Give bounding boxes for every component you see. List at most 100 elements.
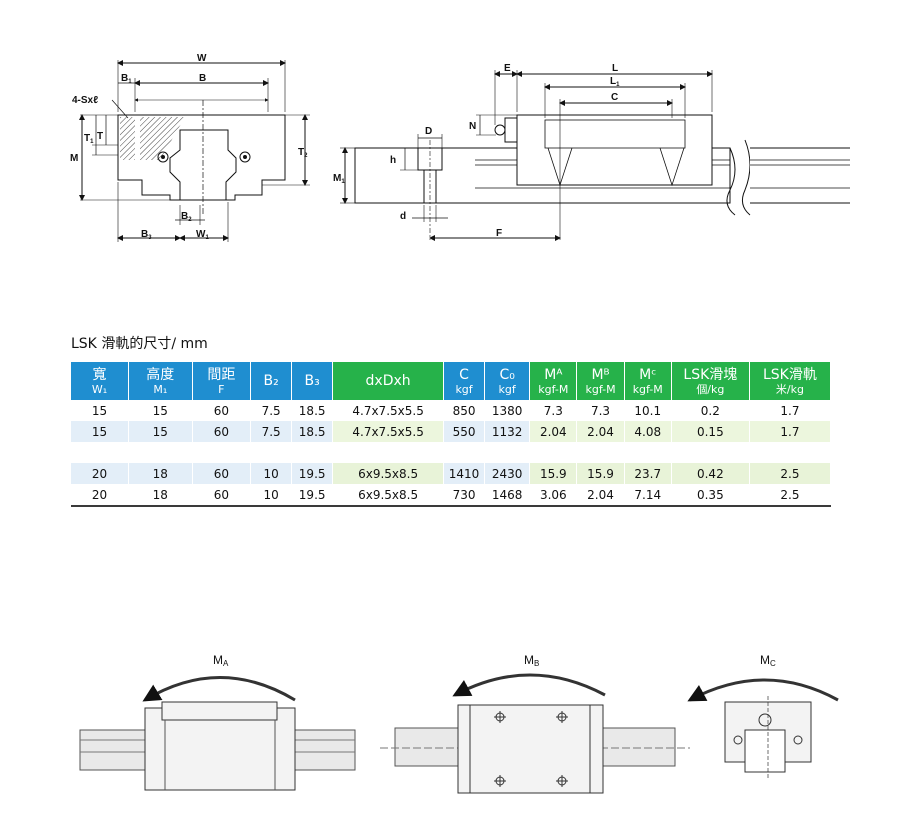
moment-diagram-ma [79,676,356,791]
table-cell [749,442,832,463]
table-cell [332,442,445,463]
table-cell: 10.1 [624,400,672,421]
table-cell: 7.5 [250,400,293,421]
table-cell: 550 [443,421,486,442]
table-cell: 1.7 [749,421,832,442]
front-view-labels: W B1 B 4-Sxℓ T1 T M T2 B2 B3 W1 [70,53,308,241]
table-cell: 19.5 [291,484,334,507]
table-cell: 4.7x7.5x5.5 [332,400,445,421]
table-cell: 15 [71,421,129,442]
label-B1: B1 [121,73,132,85]
col-header-block-weight: LSK滑塊個/kg [671,362,750,400]
table-cell: 4.08 [624,421,672,442]
label-M: M [70,153,78,164]
label-B2: B2 [181,211,192,223]
table-cell: 19.5 [291,463,334,484]
label-hole: 4-Sxℓ [72,95,98,106]
label-L: L [612,63,618,74]
table-cell: 2.04 [529,421,578,442]
col-header-b2: B₂ [250,362,293,400]
moment-diagram-mb [380,673,690,794]
table-cell: 730 [443,484,486,507]
table-cell: 18 [128,463,193,484]
col-header-dxdxh: dxDxh [332,362,445,400]
table-cell: 1380 [484,400,531,421]
table-cell: 18 [128,484,193,507]
table-cell: 0.42 [671,463,750,484]
label-C: C [611,92,618,103]
table-cell [128,442,193,463]
table-cell: 18.5 [291,421,334,442]
label-W1: W1 [196,229,209,241]
table-cell [576,442,625,463]
front-view [79,60,310,242]
table-cell: 2430 [484,463,531,484]
label-d: d [400,211,406,222]
table-title: LSK 滑軌的尺寸/ mm [71,336,208,352]
table-cell [71,442,129,463]
table-cell: 0.2 [671,400,750,421]
side-view-labels: E L L1 C N D h M1 d F [333,63,620,239]
label-MC: MC [760,653,776,668]
table-cell: 1410 [443,463,486,484]
side-view [340,70,850,241]
label-h: h [390,155,396,166]
label-B3: B3 [141,229,152,241]
table-cell: 7.3 [576,400,625,421]
label-N: N [469,121,476,132]
table-cell [529,442,578,463]
label-B: B [199,73,206,84]
label-F: F [496,228,502,239]
table-cell [192,442,252,463]
table-row [71,442,832,463]
col-header-rail-weight: LSK滑軌米/kg [749,362,832,400]
table-cell: 60 [192,484,252,507]
table-cell: 15.9 [529,463,578,484]
table-cell [671,442,750,463]
table-cell: 1132 [484,421,531,442]
table-cell: 60 [192,421,252,442]
label-D: D [425,126,432,137]
moment-diagram-mc [687,678,839,780]
label-E: E [504,63,511,74]
table-cell: 15.9 [576,463,625,484]
label-W: W [197,53,207,64]
table-cell [250,442,293,463]
table-cell [291,442,334,463]
table-cell: 4.7x7.5x5.5 [332,421,445,442]
table-cell: 7.3 [529,400,578,421]
table-cell: 60 [192,463,252,484]
table-cell: 2.5 [749,484,832,507]
table-cell: 15 [71,400,129,421]
table-cell: 7.14 [624,484,672,507]
col-header-b3: B₃ [291,362,334,400]
table-cell: 1468 [484,484,531,507]
table-cell: 15 [128,421,193,442]
label-MA: MA [213,653,229,668]
table-cell: 2.04 [576,421,625,442]
label-M1: M1 [333,173,345,185]
table-cell: 20 [71,463,129,484]
table-cell: 7.5 [250,421,293,442]
table-cell: 23.7 [624,463,672,484]
label-T: T [97,131,103,142]
table-cell: 3.06 [529,484,578,507]
table-cell: 2.04 [576,484,625,507]
table-cell [484,442,531,463]
table-cell: 0.15 [671,421,750,442]
table-cell [624,442,672,463]
table-cell: 20 [71,484,129,507]
table-cell: 1.7 [749,400,832,421]
